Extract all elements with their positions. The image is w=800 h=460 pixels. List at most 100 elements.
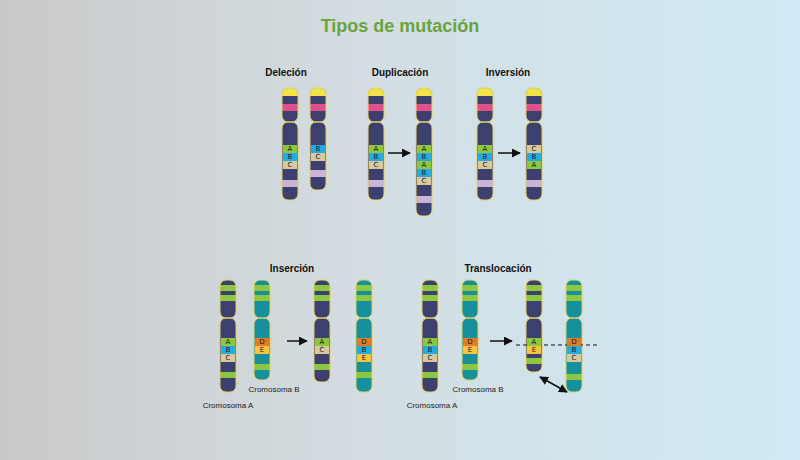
- gene-band: B: [527, 153, 541, 161]
- chromosome-band: [282, 104, 298, 111]
- chromosome-band: [566, 374, 582, 380]
- chromosome-label: Cromosoma B: [248, 385, 299, 394]
- gene-band: A: [527, 161, 541, 169]
- gene-band: E: [357, 354, 371, 362]
- chromosome-band: [368, 180, 384, 187]
- chromosome-body: [254, 280, 270, 380]
- chromosome: [314, 280, 330, 382]
- chromosome-fill: [526, 280, 542, 372]
- gene-band: C: [221, 354, 235, 362]
- chromosome: [526, 88, 542, 200]
- panel-title: Inserción: [270, 263, 314, 274]
- gene-band: B: [417, 169, 431, 177]
- gene-letter: B: [483, 153, 488, 161]
- chromosome-fill: [314, 280, 330, 382]
- chromosome-band: [566, 285, 582, 291]
- chromosome-band: [422, 372, 438, 378]
- gene-band: D: [357, 338, 371, 346]
- gene-letter: D: [467, 338, 472, 346]
- chromosome-band: [416, 196, 432, 203]
- chromosome-band: [220, 295, 236, 301]
- gene-band: A: [369, 145, 383, 153]
- chromosome-fill: [526, 88, 542, 200]
- gene-band: E: [527, 346, 541, 354]
- chromosome-outline: [462, 280, 478, 318]
- gene-letter: C: [320, 346, 325, 354]
- gene-band: A: [423, 338, 437, 346]
- chromosome-outline: [526, 280, 542, 318]
- chromosome-outline: [416, 88, 432, 122]
- gene-letter: B: [572, 346, 577, 354]
- gene-letter: B: [532, 153, 537, 161]
- process-arrow: [287, 340, 307, 342]
- panel-title: Inversión: [486, 67, 530, 78]
- gene-band: A: [283, 145, 297, 153]
- gene-letter: B: [428, 346, 433, 354]
- gene-letter: C: [532, 145, 537, 153]
- chromosome-body: [220, 280, 236, 392]
- gene-letter: C: [483, 161, 488, 169]
- chromosome-outline: [356, 318, 372, 392]
- chromosome-fill: [462, 280, 478, 380]
- gene-letter: B: [422, 153, 427, 161]
- chromosome-band: [526, 180, 542, 187]
- chromosome-band: [477, 180, 493, 187]
- chromosome-outline: [282, 122, 298, 200]
- gene-band: E: [463, 346, 477, 354]
- chromosome-label: Cromosoma A: [407, 401, 458, 410]
- chromosome-body: [314, 280, 330, 382]
- gene-band: C: [369, 161, 383, 169]
- chromosome: [462, 280, 478, 380]
- process-arrow: [490, 340, 512, 342]
- chromosome-band: [526, 285, 542, 291]
- panel-title: Translocación: [464, 263, 531, 274]
- chromosome-band: [462, 285, 478, 291]
- chromosome-band: [566, 295, 582, 301]
- gene-band: B: [423, 346, 437, 354]
- gene-letter: A: [320, 338, 325, 346]
- gene-letter: B: [362, 346, 367, 354]
- gene-letter: B: [374, 153, 379, 161]
- gene-letter: E: [260, 346, 264, 354]
- chromosome-outline: [310, 122, 326, 190]
- chromosome-band: [422, 285, 438, 291]
- gene-letter: C: [316, 153, 321, 161]
- chromosome-outline: [566, 280, 582, 318]
- gene-band: A: [315, 338, 329, 346]
- chromosome: [356, 280, 372, 392]
- gene-letter: D: [259, 338, 264, 346]
- chromosome-band: [526, 358, 542, 364]
- gene-letter: A: [374, 145, 379, 153]
- chromosome-body: [416, 88, 432, 216]
- chromosome-outline: [254, 318, 270, 380]
- gene-band: D: [255, 338, 269, 346]
- chromosome-band: [254, 285, 270, 291]
- chromosome-outline: [310, 88, 326, 122]
- chromosome-band: [477, 104, 493, 111]
- chromosome: [310, 88, 326, 190]
- gene-band: B: [478, 153, 492, 161]
- chromosome-label: Cromosoma B: [452, 385, 503, 394]
- chromosome-band: [416, 104, 432, 111]
- chromosome-band: [356, 372, 372, 378]
- chromosome-band: [462, 295, 478, 301]
- gene-letter: C: [428, 354, 433, 362]
- chromosome-label: Cromosoma A: [203, 401, 254, 410]
- gene-band: C: [478, 161, 492, 169]
- chromosome: [422, 280, 438, 392]
- chromosome-band: [422, 295, 438, 301]
- chromosome-fill: [416, 88, 432, 216]
- gene-letter: E: [362, 354, 366, 362]
- chromosome-band: [356, 285, 372, 291]
- gene-letter: B: [288, 153, 293, 161]
- chromosome: [282, 88, 298, 200]
- chromosome-band: [314, 295, 330, 301]
- chromosome-band: [356, 295, 372, 301]
- chromosome-band: [368, 104, 384, 111]
- chromosome-outline: [254, 280, 270, 318]
- exchange-arrow: [540, 377, 567, 392]
- chromosome-fill: [220, 280, 236, 392]
- chromosome-outline: [462, 318, 478, 380]
- gene-band: C: [527, 145, 541, 153]
- chromosome-body: [368, 88, 384, 200]
